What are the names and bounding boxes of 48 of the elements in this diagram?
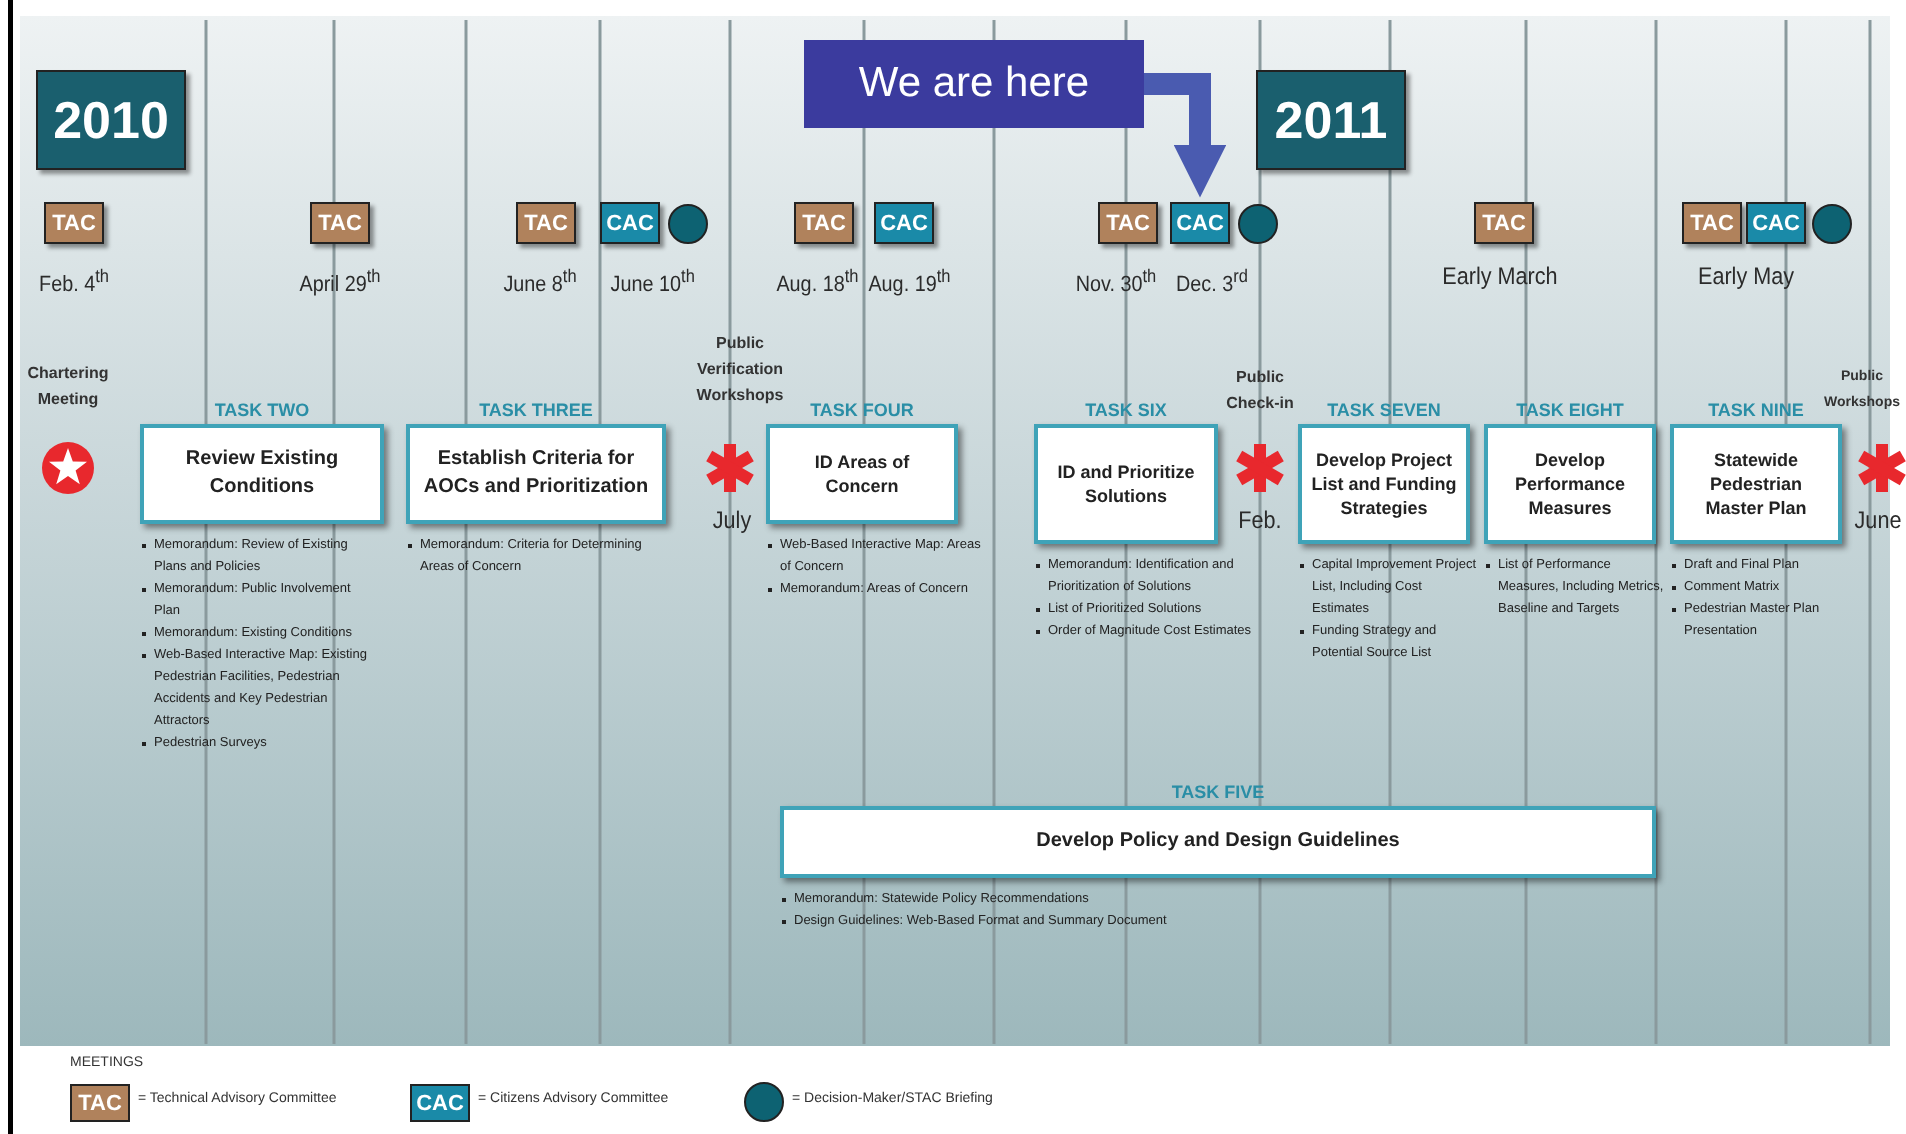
date-label: Feb.	[1236, 506, 1284, 534]
task-title: Statewide Pedestrian Master Plan	[1703, 448, 1809, 520]
task-heading: TASK SEVEN	[1325, 400, 1443, 420]
date-label: Early March	[1440, 262, 1560, 290]
event-label: Public Verification Workshops	[694, 332, 786, 408]
date-label: Aug. 18$^{th}$	[776, 264, 856, 300]
date-label: June 8$^{th}$	[501, 264, 579, 300]
task-title: Establish Criteria for AOCs and Prioritization	[421, 446, 651, 502]
year-badge: 2010	[36, 70, 186, 170]
task-heading: TASK FIVE	[1169, 782, 1267, 802]
legend-swatch: TAC	[70, 1084, 130, 1122]
tac-badge: TAC	[1098, 202, 1158, 244]
task-title: Develop Performance Measures	[1512, 448, 1628, 520]
date-label: June	[1852, 506, 1904, 534]
task-heading: TASK TWO	[212, 400, 312, 420]
task-title: Develop Policy and Design Guidelines	[1034, 828, 1402, 856]
task-title: ID and Prioritize Solutions	[1055, 460, 1197, 508]
tac-badge: TAC	[1474, 202, 1534, 244]
task-heading: TASK FOUR	[808, 400, 916, 420]
tac-badge: TAC	[516, 202, 576, 244]
tac-badge: TAC	[310, 202, 370, 244]
date-label: Early May	[1696, 262, 1796, 290]
task-heading: TASK SIX	[1083, 400, 1169, 420]
cac-badge: CAC	[600, 202, 660, 244]
year-badge: 2011	[1256, 70, 1406, 170]
date-label: Aug. 19$^{th}$	[868, 264, 948, 300]
event-label: Chartering Meeting	[25, 362, 111, 412]
task-heading: TASK EIGHT	[1514, 400, 1626, 420]
task-title: ID Areas of Concern	[812, 450, 912, 498]
task-title: Review Existing Conditions	[183, 446, 341, 502]
legend-swatch: CAC	[410, 1084, 470, 1122]
date-label: July	[710, 506, 754, 534]
event-label: Public Check-in	[1224, 366, 1296, 416]
task-title: Develop Project List and Funding Strategies	[1310, 448, 1458, 520]
date-label: Dec. 3$^{rd}$	[1174, 264, 1250, 300]
date-label: April 29$^{th}$	[297, 264, 383, 300]
callout-box: We are here	[804, 40, 1144, 128]
tac-badge: TAC	[1682, 202, 1742, 244]
date-label: June 10$^{th}$	[610, 264, 694, 300]
tac-badge: TAC	[44, 202, 104, 244]
cac-badge: CAC	[874, 202, 934, 244]
date-label: Nov. 30$^{th}$	[1074, 264, 1158, 300]
task-heading: TASK THREE	[477, 400, 595, 420]
cac-badge: CAC	[1746, 202, 1806, 244]
block-arrow	[1144, 73, 1227, 198]
tac-badge: TAC	[794, 202, 854, 244]
date-label: Feb. 4$^{th}$	[37, 264, 111, 300]
cac-badge: CAC	[1170, 202, 1230, 244]
